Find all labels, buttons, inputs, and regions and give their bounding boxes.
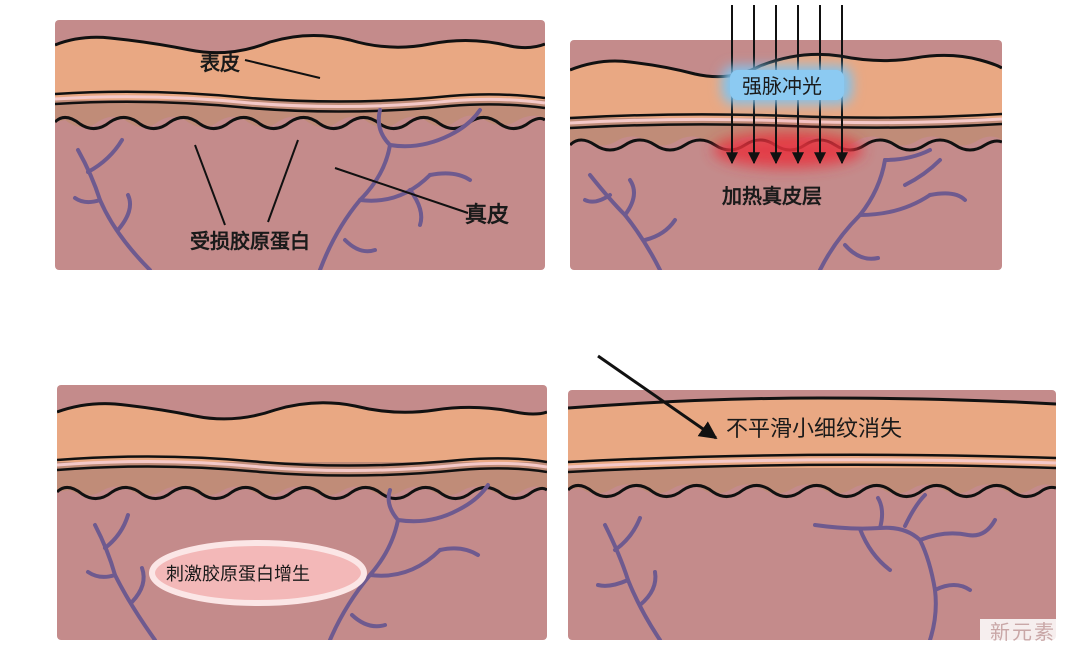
stimulate-bubble	[149, 540, 367, 606]
label-heating: 加热真皮层	[721, 184, 822, 208]
blood-vessels-2	[583, 148, 967, 270]
panel-1-damaged-skin: 表皮 受损胶原蛋白 真皮	[55, 20, 545, 270]
label-stimulate: 刺激胶原蛋白增生	[166, 564, 310, 585]
label-dermis: 真皮	[465, 202, 509, 228]
pointer-arrow-icon	[597, 354, 718, 440]
label-damaged-collagen: 受损胶原蛋白	[190, 229, 310, 253]
panel-2-ipl-heating: 强脉冲光 加热真皮层	[570, 5, 1002, 270]
panel-3-collagen-stimulation: 刺激胶原蛋白增生	[57, 385, 547, 640]
label-ipl: 强脉冲光	[742, 74, 822, 98]
label-epidermis: 表皮	[200, 51, 240, 75]
label-result: 不平滑小细纹消失	[726, 417, 902, 442]
heat-glow	[713, 132, 863, 168]
blood-vessels-4	[596, 493, 997, 640]
surface-line-pink	[55, 90, 545, 103]
basal-band	[55, 100, 545, 128]
epidermis-layer	[55, 35, 545, 100]
epidermis-outline	[55, 34, 545, 55]
blood-vessels	[73, 108, 482, 270]
panel-4-smooth-result: 不平滑小细纹消失	[568, 354, 1056, 640]
watermark: 新元素	[980, 619, 1080, 645]
blood-vessels-3	[86, 483, 490, 640]
